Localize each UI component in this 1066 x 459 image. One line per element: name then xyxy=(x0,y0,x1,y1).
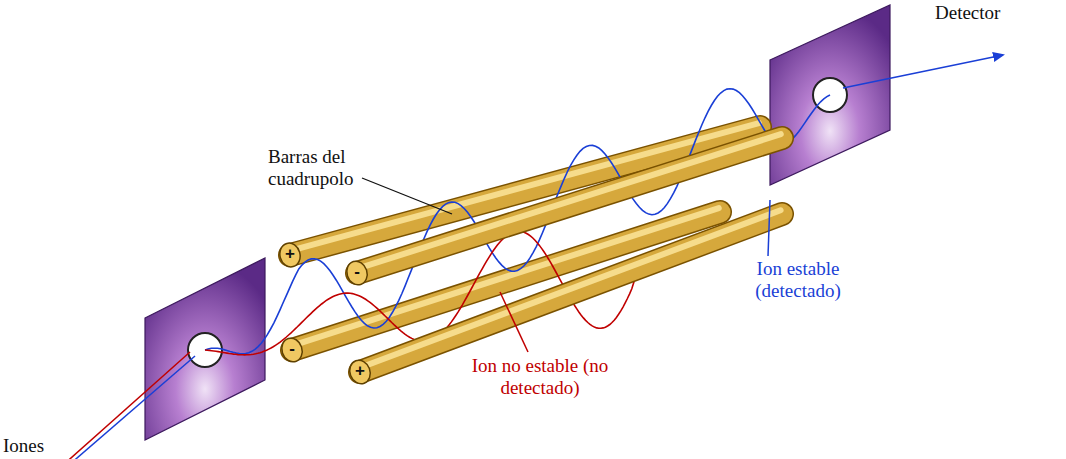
polarity-sign: - xyxy=(283,340,301,358)
leader-line xyxy=(500,292,528,352)
detector-arrow xyxy=(843,55,1003,88)
detector-label: Detector xyxy=(935,2,1000,24)
entrance-plate xyxy=(145,258,265,440)
ion-beam-red xyxy=(62,352,190,459)
stable-ion-label: Ion estable (detectado) xyxy=(728,258,868,302)
unstable-ion-label: Ion no estable (no detectado) xyxy=(470,355,610,399)
ion-beam-blue xyxy=(62,356,195,459)
part-label: Barras del cuadrupolo xyxy=(268,146,383,190)
ions-label: Iones xyxy=(3,435,44,457)
polarity-sign: + xyxy=(351,362,369,380)
quadrupole-rod xyxy=(344,134,782,287)
leader-line xyxy=(362,178,452,214)
polarity-sign: + xyxy=(281,245,299,263)
polarity-sign: - xyxy=(348,263,366,281)
leader-line xyxy=(768,200,770,256)
